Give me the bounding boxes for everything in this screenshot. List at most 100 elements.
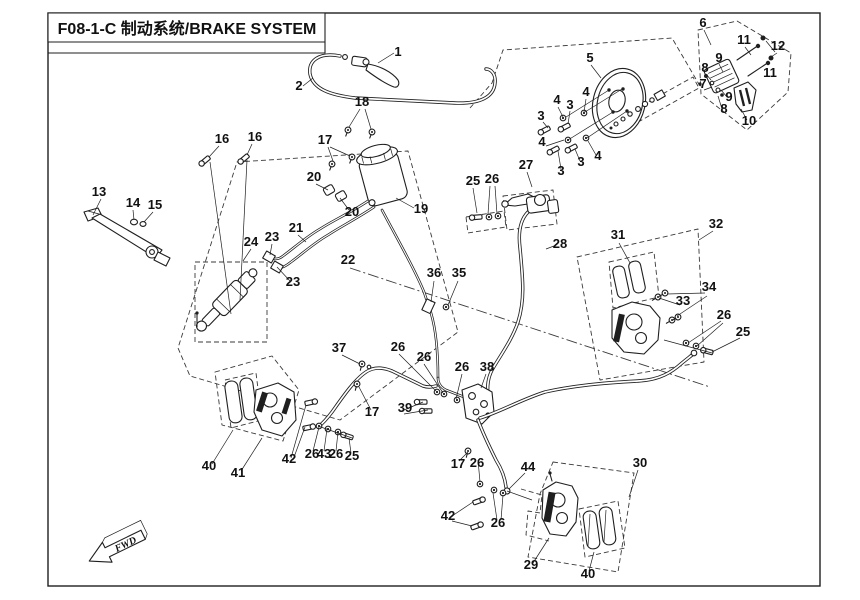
brake-pad-40 bbox=[598, 506, 617, 546]
leader-line bbox=[586, 110, 628, 139]
part-label-14: 14 bbox=[126, 195, 141, 210]
leader-line bbox=[703, 86, 713, 91]
leader-line bbox=[658, 297, 681, 306]
leader-line bbox=[494, 185, 498, 215]
part-label-4: 4 bbox=[553, 92, 561, 107]
leader-line bbox=[348, 437, 352, 454]
leader-line bbox=[323, 428, 328, 452]
brake-pedal bbox=[83, 152, 251, 267]
right-caliper-hose bbox=[478, 339, 715, 420]
front-brake-lever bbox=[308, 53, 497, 105]
part-label-3: 3 bbox=[557, 163, 564, 178]
part-label-41: 41 bbox=[231, 465, 245, 480]
part-label-16: 16 bbox=[215, 131, 229, 146]
part-label-23: 23 bbox=[265, 229, 279, 244]
leader-lines bbox=[92, 29, 778, 572]
leader-line bbox=[676, 295, 708, 317]
brake-pad-31 bbox=[628, 260, 646, 294]
washer-26 bbox=[682, 339, 690, 347]
rear-master-assembly bbox=[609, 35, 774, 130]
leader-line bbox=[364, 108, 372, 130]
part-label-26: 26 bbox=[329, 446, 343, 461]
part-label-10: 10 bbox=[742, 113, 756, 128]
part-label-1: 1 bbox=[394, 44, 401, 59]
part-label-37: 37 bbox=[332, 340, 346, 355]
fitting-36 bbox=[421, 298, 436, 315]
leader-line bbox=[574, 148, 581, 162]
bracket-10 bbox=[733, 81, 757, 113]
part-label-3: 3 bbox=[566, 97, 573, 112]
part-label-36: 36 bbox=[427, 265, 441, 280]
part-label-2: 2 bbox=[295, 78, 302, 93]
mount-bolt-16 bbox=[236, 152, 251, 166]
leader-line bbox=[339, 197, 350, 211]
leader-line bbox=[717, 95, 723, 110]
part-label-42: 42 bbox=[282, 451, 296, 466]
leader-line bbox=[132, 209, 135, 221]
part-label-21: 21 bbox=[289, 220, 303, 235]
leader-line bbox=[492, 492, 498, 521]
leader-line bbox=[711, 337, 741, 353]
leader-line bbox=[705, 73, 712, 81]
part-label-16: 16 bbox=[248, 129, 262, 144]
clamp-bolt-37 bbox=[356, 359, 367, 372]
leader-line bbox=[315, 183, 329, 191]
washer-26 bbox=[485, 213, 493, 221]
part-label-26: 26 bbox=[485, 171, 499, 186]
part-label-28: 28 bbox=[553, 236, 567, 251]
disc-bolt-3 bbox=[545, 144, 561, 157]
leader-line bbox=[696, 322, 724, 347]
leader-line bbox=[487, 185, 491, 215]
right-front-caliper bbox=[611, 260, 683, 355]
part-label-26: 26 bbox=[470, 455, 484, 470]
ring-9 bbox=[709, 80, 715, 86]
seal-8 bbox=[698, 82, 702, 86]
left-front-caliper bbox=[224, 377, 319, 437]
leader-line bbox=[628, 469, 639, 498]
leader-line bbox=[276, 266, 291, 282]
leader-line bbox=[698, 230, 714, 241]
hose-clamp bbox=[322, 184, 336, 196]
part-label-8: 8 bbox=[701, 60, 708, 75]
part-label-39: 39 bbox=[398, 400, 412, 415]
part-label-30: 30 bbox=[633, 455, 647, 470]
bolt-39 bbox=[413, 398, 428, 406]
leader-line bbox=[240, 437, 263, 472]
washer-26 bbox=[476, 480, 484, 488]
leader-line bbox=[451, 501, 474, 517]
part-label-25: 25 bbox=[736, 324, 750, 339]
part-label-23: 23 bbox=[286, 274, 300, 289]
part-label-43: 43 bbox=[317, 446, 331, 461]
leader-line bbox=[451, 520, 473, 527]
hose-fitting bbox=[262, 250, 276, 264]
caliper-bolt-42 bbox=[303, 397, 319, 407]
part-label-25: 25 bbox=[345, 448, 359, 463]
bolt-34 bbox=[664, 315, 677, 327]
disc-washer-4 bbox=[559, 114, 567, 122]
leader-line bbox=[341, 354, 361, 365]
part-label-5: 5 bbox=[586, 50, 593, 65]
banjo-bolt-25 bbox=[468, 213, 483, 222]
page-title: F08-1-C 制动系统/BRAKE SYSTEM bbox=[58, 19, 317, 38]
leader-line bbox=[508, 472, 526, 490]
leader-line bbox=[718, 63, 724, 73]
part-label-19: 19 bbox=[414, 201, 428, 216]
leader-line bbox=[545, 245, 555, 250]
leader-line bbox=[526, 171, 533, 188]
leader-line bbox=[430, 280, 435, 303]
fwd-label: FWD bbox=[112, 535, 138, 555]
leader-line bbox=[590, 64, 602, 79]
leader-line bbox=[246, 143, 253, 156]
part-label-26: 26 bbox=[717, 307, 731, 322]
leader-line bbox=[542, 121, 549, 129]
leader-line bbox=[666, 292, 706, 295]
caliper-bolt-42 bbox=[471, 495, 487, 507]
part-label-17: 17 bbox=[365, 404, 379, 419]
leader-line bbox=[567, 110, 571, 125]
leader-line bbox=[455, 373, 463, 400]
brake-pad-31 bbox=[612, 265, 630, 299]
left-caliper-hose bbox=[315, 359, 438, 442]
fwd-arrow: FWD bbox=[88, 519, 148, 563]
leader-line bbox=[92, 198, 102, 216]
disc-bolt-3 bbox=[563, 142, 579, 155]
